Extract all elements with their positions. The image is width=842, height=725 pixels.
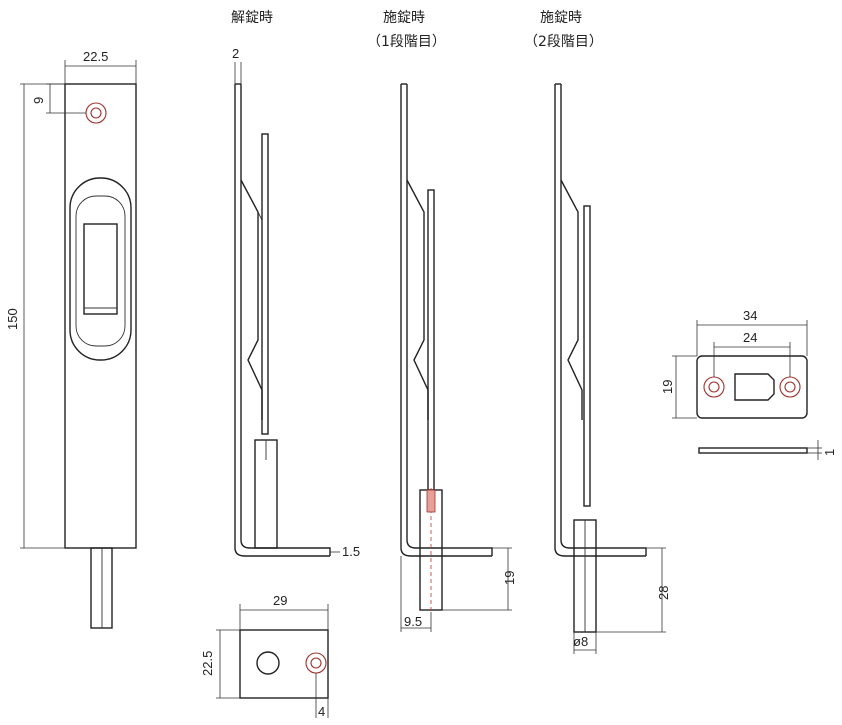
label-locked-2: 施錠時 (540, 10, 582, 26)
dim-hole-offset: 9 (31, 97, 46, 104)
dim-strike-height: 22.5 (200, 651, 215, 676)
dim-bolt-diameter: ø8 (573, 634, 588, 649)
strike-bolt-hole (256, 651, 280, 675)
dim-keeper-inner: 24 (743, 330, 757, 345)
thumb-recess-outer (69, 177, 132, 361)
keeper-bolt-slot (734, 373, 775, 401)
dim-keeper-height: 19 (660, 380, 675, 394)
screw-hole-outer (85, 102, 107, 124)
side-view-locked-stage-2: 施錠時 （2段階目） 28 ø8 (524, 10, 671, 654)
slider-knob (83, 223, 118, 315)
side-view-unlocked: 解錠時 2 1.5 29 22.5 4 (200, 10, 360, 719)
screw-hole-inner (90, 107, 102, 119)
dim-bolt-offset: 9.5 (404, 614, 422, 629)
dim-keeper-outer: 34 (743, 308, 757, 323)
label-locked-1-sub: （1段階目） (367, 34, 446, 50)
keeper-plate (696, 355, 808, 419)
label-locked-2-sub: （2段階目） (524, 34, 603, 50)
strike-plate (239, 629, 329, 699)
side-view-locked-stage-1: 施錠時 （1段階目） 19 9.5 (367, 10, 517, 632)
dim-strike-hole-offset: 4 (318, 704, 325, 719)
dim-plate-width: 22.5 (83, 49, 108, 64)
bolt-rod (90, 547, 113, 629)
label-unlocked: 解錠時 (231, 10, 273, 26)
dim-side-top: 2 (232, 46, 239, 61)
dim-throw-2: 28 (656, 586, 671, 600)
keeper-plate-view: 34 24 19 1 (660, 308, 837, 460)
front-view: 22.5 9 150 (5, 49, 137, 629)
thumb-recess-inner (75, 195, 126, 347)
dim-throw-1: 19 (502, 571, 517, 585)
dim-side-bottom: 1.5 (342, 544, 360, 559)
dim-plate-length: 150 (5, 308, 20, 330)
dim-strike-width: 29 (273, 593, 287, 608)
label-locked-1: 施錠時 (383, 10, 425, 26)
dim-keeper-thickness: 1 (822, 449, 837, 456)
keeper-plate-edge (698, 447, 808, 454)
